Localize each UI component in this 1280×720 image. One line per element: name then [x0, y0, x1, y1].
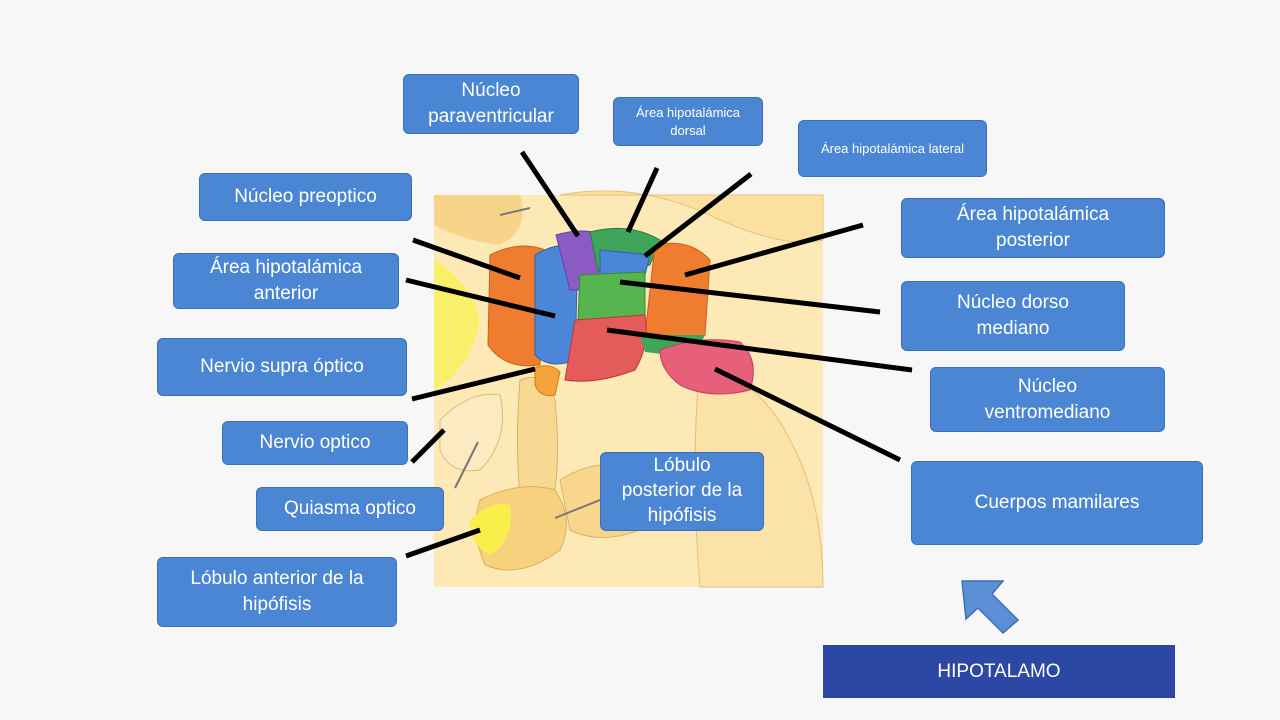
posterior-lobe-inner-line — [554, 499, 601, 519]
pointer-anterior-area — [405, 277, 556, 319]
pointer-optic-nerve — [410, 428, 446, 464]
label-mammillary: Cuerpos mamilares — [911, 461, 1203, 545]
anterior-pituitary-highlight — [470, 504, 511, 555]
pointer-supraoptic — [411, 366, 536, 402]
pointer-ventromedial — [606, 327, 913, 373]
pointer-lines — [405, 150, 913, 559]
preoptic-inner-line — [499, 207, 531, 216]
label-supraoptic: Nervio supra óptico — [157, 338, 407, 396]
label-chiasm: Quiasma optico — [256, 487, 444, 531]
label-dorsal-area: Área hipotalámica dorsal — [613, 97, 763, 146]
pointer-lateral-area — [643, 172, 753, 258]
optic-chiasm-shape — [439, 393, 503, 472]
label-preoptic: Núcleo preoptico — [199, 173, 412, 221]
pointer-dorsomedial — [619, 279, 881, 315]
pointer-mammillary — [713, 366, 902, 463]
cortex-top — [434, 195, 523, 245]
mammillary-shape — [659, 339, 754, 395]
pointer-dorsal-area — [625, 166, 660, 234]
label-ventromedial: Núcleo ventromediano — [930, 367, 1165, 432]
pointer-paraventricular — [519, 150, 581, 238]
label-anterior-area: Área hipotalámica anterior — [173, 253, 399, 309]
dorsomedial-shape — [577, 271, 646, 321]
label-optic-nerve: Nervio optico — [222, 421, 408, 465]
supraoptic-shape — [534, 365, 561, 396]
cortex-left — [434, 260, 480, 390]
label-posterior-lobe: Lóbulo posterior de la hipófisis — [600, 452, 764, 531]
label-lateral-area: Área hipotalámica lateral — [798, 120, 987, 177]
label-anterior-lobe: Lóbulo anterior de la hipófisis — [157, 557, 397, 627]
title-hipotalamo: HIPOTALAMO — [823, 645, 1175, 698]
up-left-arrow-icon — [961, 580, 1020, 635]
pointer-posterior-area — [684, 222, 864, 278]
label-posterior-area: Área hipotalámica posterior — [901, 198, 1165, 258]
pointer-anterior-lobe — [405, 527, 481, 559]
pointer-preoptic — [412, 237, 521, 281]
chiasm-inner-line — [454, 441, 479, 489]
label-dorsomedial: Núcleo dorso mediano — [901, 281, 1125, 351]
label-paraventricular: Núcleo paraventricular — [403, 74, 579, 134]
